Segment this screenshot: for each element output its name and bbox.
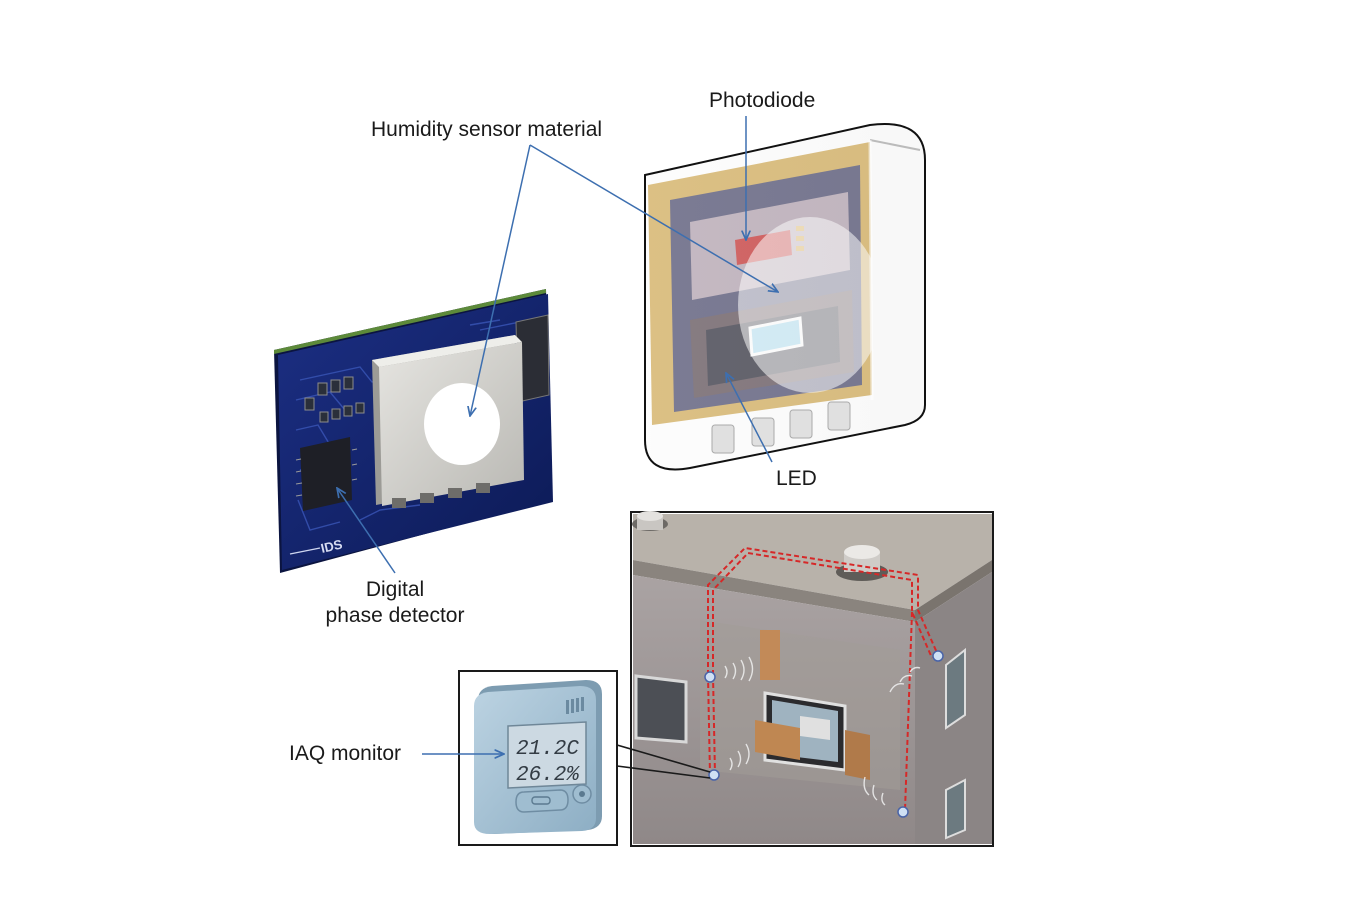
pcb-board: IDS xyxy=(274,289,553,573)
roof-vent xyxy=(632,511,668,531)
humidity-sensor-window xyxy=(424,383,500,465)
leader-lines xyxy=(337,116,778,754)
digital-phase-detector-label: Digital phase detector xyxy=(300,577,490,630)
building-window xyxy=(945,647,966,730)
humidity-sensor-cap xyxy=(372,335,524,508)
wiring xyxy=(707,546,939,811)
smd-components xyxy=(304,376,365,423)
digital-phase-detector-chip xyxy=(295,437,358,511)
iaq-humidity-readout: 26.2% xyxy=(516,764,580,787)
digital-phase-detector-label-line2: phase detector xyxy=(325,604,465,628)
iaq-mode-button[interactable] xyxy=(515,789,569,813)
iaq-temperature-readout: 21.2C xyxy=(516,738,579,761)
iaq-monitor-device: 21.2C 26.2% xyxy=(474,680,602,834)
led-label: LED xyxy=(776,467,817,490)
building-window xyxy=(634,674,688,744)
led-leader xyxy=(726,373,773,463)
humidity-leader-left xyxy=(470,144,531,416)
package-pads xyxy=(711,401,851,454)
optical-sensor-package xyxy=(644,123,926,471)
board-logo: IDS xyxy=(289,536,344,556)
digital-phase-detector-label-line1: Digital xyxy=(365,578,425,601)
humidity-leader-right xyxy=(529,144,778,292)
building-cutaway xyxy=(630,511,994,847)
iaq-monitor-inset: 21.2C 26.2% xyxy=(458,670,711,846)
board-logo-text: IDS xyxy=(319,536,344,556)
wireless-signal xyxy=(724,656,921,806)
humidity-sensor-material-label: Humidity sensor material xyxy=(371,118,603,141)
wireless-node xyxy=(704,650,944,818)
iaq-lcd xyxy=(507,721,587,789)
office-room xyxy=(700,620,900,790)
photodiode-label: Photodiode xyxy=(709,89,816,112)
iaq-monitor-label: IAQ monitor xyxy=(289,742,402,765)
glass-enclosure xyxy=(644,123,926,471)
phase-detector-leader xyxy=(337,488,396,574)
